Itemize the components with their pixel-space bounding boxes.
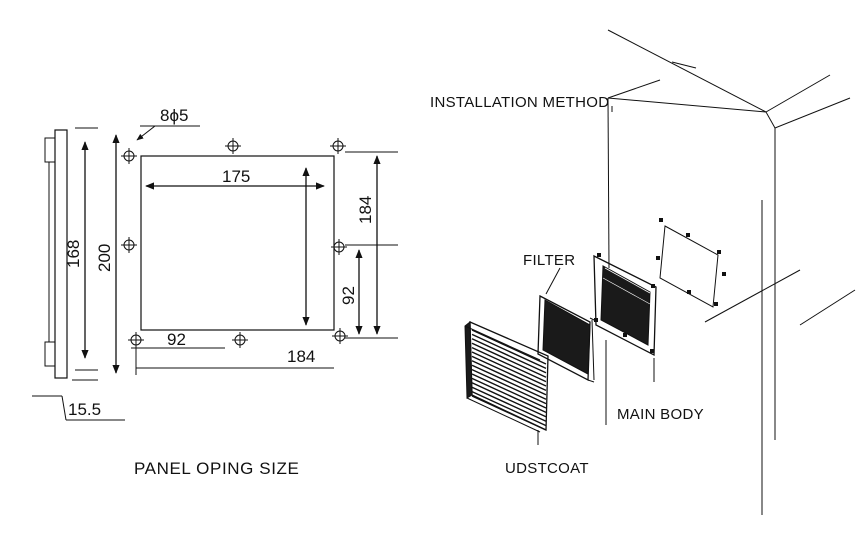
- main-body-label: MAIN BODY: [617, 406, 704, 423]
- grille-slat: [471, 346, 547, 383]
- grille-slat: [471, 351, 547, 387]
- dim-92-right-label: 92: [339, 286, 358, 305]
- holes-label: 8ϕ5: [160, 106, 188, 125]
- main-body: [593, 253, 657, 425]
- filter-label: FILTER: [523, 252, 575, 269]
- dim-200-label: 200: [95, 244, 114, 272]
- side-profile: [44, 127, 98, 381]
- grille-slat: [471, 338, 547, 374]
- installation-drawing: [464, 29, 856, 515]
- cabinet-wall: [607, 29, 856, 515]
- dim-168-label: 168: [64, 240, 83, 268]
- grille-slat: [471, 377, 547, 414]
- panel-opening: [140, 155, 335, 331]
- dustcoat: [464, 320, 549, 445]
- grille-slat: [471, 329, 547, 365]
- grille-slat: [471, 373, 547, 409]
- dim-92-bottom-label: 92: [167, 330, 186, 349]
- grille-slat: [471, 390, 547, 427]
- hole-bottom-left-symbol: [128, 332, 144, 348]
- dim-184-bottom-label: 184: [287, 347, 315, 366]
- hole-bottom-right-symbol: [332, 328, 348, 344]
- hole-top-right-symbol: [330, 138, 346, 154]
- dustcoat-label: UDSTCOAT: [505, 460, 589, 477]
- installation-title: INSTALLATION METHOD: [430, 94, 609, 111]
- dim-15-5-label: 15.5: [68, 400, 101, 419]
- grille-slat: [471, 333, 547, 370]
- grille-slat: [471, 355, 547, 392]
- panel-title: PANEL OPING SIZE: [134, 459, 299, 478]
- panel-drawing: [32, 125, 398, 421]
- grille-slat: [471, 360, 547, 396]
- grille-slat: [471, 382, 547, 418]
- wall-cutout: [659, 225, 719, 308]
- hole-bottom-mid-symbol: [232, 332, 248, 348]
- grille-slat: [471, 395, 547, 431]
- hole-top-left-symbol: [121, 148, 137, 164]
- hole-top-mid-symbol: [225, 138, 241, 154]
- grille-slat: [471, 368, 547, 405]
- hole-mid-right-symbol: [331, 239, 347, 255]
- wall-screws: [656, 218, 726, 306]
- filter: [537, 267, 595, 383]
- grille-slat: [471, 342, 547, 378]
- grille-slat: [471, 386, 547, 422]
- grille-slat: [471, 364, 547, 400]
- hole-leader: [136, 125, 156, 141]
- mounting-holes: [121, 138, 348, 348]
- dim-184-right-label: 184: [356, 196, 375, 224]
- hole-mid-left-symbol: [121, 237, 137, 253]
- dim-175-label: 175: [222, 167, 250, 186]
